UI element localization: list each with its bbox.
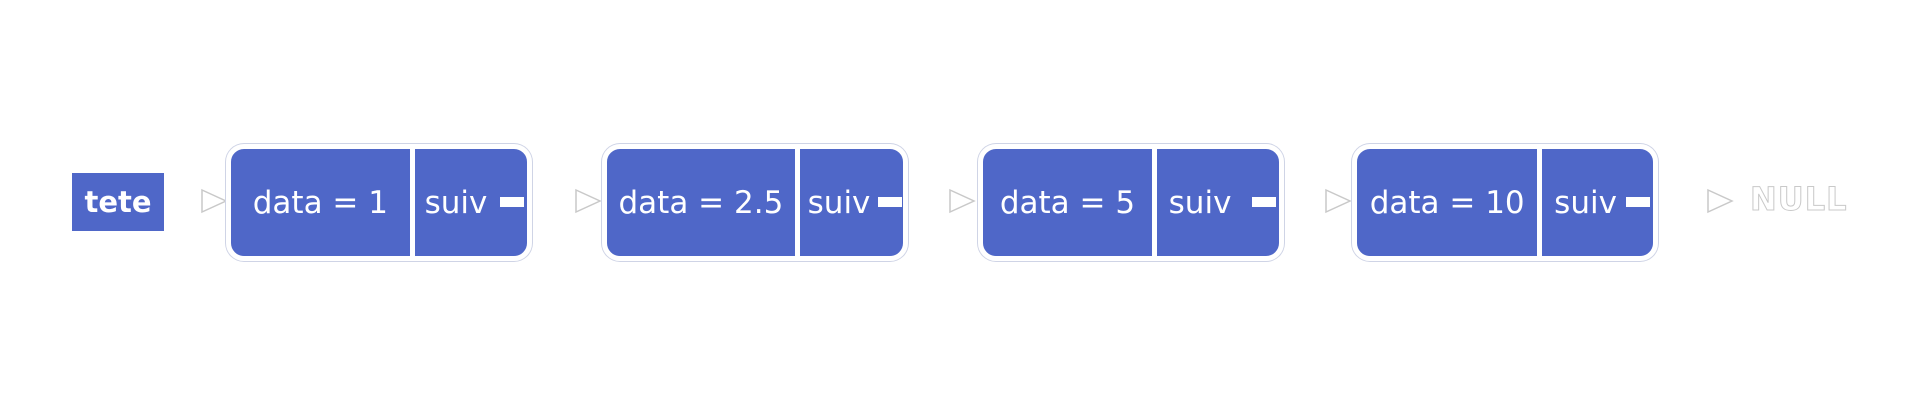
node-divider [1151, 149, 1157, 256]
node-next-field: suiv [1168, 184, 1232, 221]
node-divider [794, 149, 800, 256]
node-next-field: suiv [1554, 184, 1617, 221]
list-node-4: data = 10 suiv [1352, 144, 1658, 261]
node-next-field: suiv [807, 184, 871, 221]
node-divider [1537, 149, 1543, 256]
arrow-icon [201, 188, 228, 214]
arrow-icon [949, 188, 976, 214]
node-data-field: data = 2.5 [618, 184, 784, 221]
node-data-field: data = 1 [252, 184, 388, 221]
node-divider [409, 149, 415, 256]
node-next-field: suiv [424, 184, 488, 221]
arrow-icon [1707, 188, 1734, 214]
arrow-icon [1325, 188, 1352, 214]
next-pointer-stub [1252, 197, 1276, 207]
null-terminator: NULL [1750, 180, 1848, 219]
node-data-field: data = 5 [999, 184, 1136, 221]
arrow-icon [575, 188, 602, 214]
next-pointer-stub [500, 197, 524, 207]
list-node-3: data = 5 suiv [978, 144, 1284, 261]
node-data-field: data = 10 [1369, 184, 1525, 221]
list-node-2: data = 2.5 suiv [602, 144, 908, 261]
list-node-1: data = 1 suiv [226, 144, 532, 261]
next-pointer-stub [1626, 197, 1650, 207]
next-pointer-stub [878, 197, 902, 207]
head-pointer-box: tete [72, 173, 164, 231]
